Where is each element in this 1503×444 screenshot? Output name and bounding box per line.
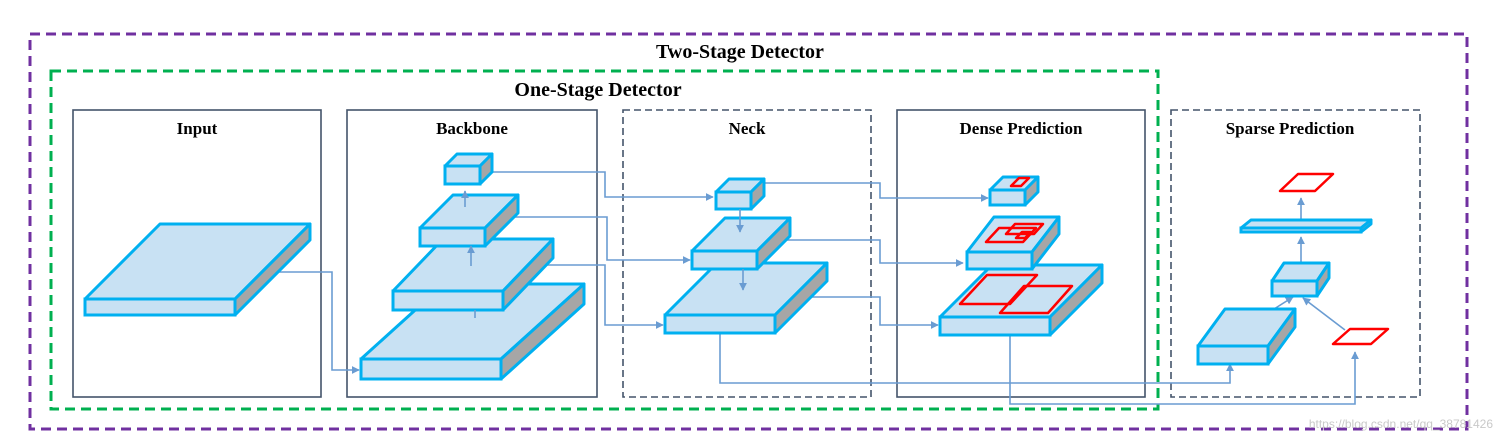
backbone-level-1 (443, 152, 494, 186)
dense-box-mid-b (1004, 222, 1045, 236)
one-stage-title: One-Stage Detector (514, 79, 681, 101)
dense-level-1 (988, 175, 1040, 207)
watermark: https://blog.csdn.net/qq_38781426 (1309, 417, 1493, 431)
sparse-pooled-feature (1270, 261, 1331, 298)
dense-box-mid-a (984, 226, 1038, 244)
backbone-panel (346, 109, 598, 398)
neck-level-1 (714, 177, 766, 211)
two-stage-frame (28, 32, 1469, 431)
dense-prediction-panel-title: Dense Prediction (960, 119, 1083, 138)
sparse-output-box (1278, 172, 1335, 193)
neck-panel (622, 109, 872, 398)
dense-prediction-panel (896, 109, 1146, 398)
dense-box-mid-c (1014, 230, 1033, 240)
dense-box-large-a (958, 273, 1039, 306)
connector-input-to-backbone (270, 271, 360, 374)
dense-box-small (1009, 176, 1031, 188)
one-stage-frame (49, 69, 1160, 411)
connector-neck-l1-to-dense (760, 182, 989, 202)
prediction-boxes (958, 172, 1390, 346)
connector-backbone-l2-to-neck (500, 216, 691, 264)
feature-blocks (83, 152, 1373, 381)
sparse-roi-feature (1196, 307, 1297, 366)
connector-neck-l3-to-dense (805, 296, 939, 329)
sparse-prediction-panel (1170, 109, 1421, 398)
connector-neck-to-sparse (719, 322, 1234, 384)
input-panel-title: Input (177, 119, 218, 138)
sparse-fc-layer (1239, 218, 1373, 234)
sparse-region-box (1331, 327, 1390, 346)
connector-neck-l2-to-dense (775, 239, 964, 267)
backbone-level-2 (418, 193, 520, 248)
connectors (270, 171, 1359, 405)
neck-level-3 (663, 261, 829, 335)
input-panel (72, 109, 322, 398)
connector-backbone-l1-to-neck (480, 171, 714, 201)
input-feature-map (83, 222, 312, 317)
dense-box-large-b (998, 284, 1074, 315)
neck-level-2 (690, 216, 792, 271)
internal-arrows (461, 190, 747, 318)
two-stage-title: Two-Stage Detector (656, 41, 824, 63)
backbone-panel-title: Backbone (436, 119, 508, 138)
backbone-level-3 (391, 237, 555, 312)
sparse-prediction-panel-title: Sparse Prediction (1226, 119, 1355, 138)
neck-panel-title: Neck (729, 119, 766, 138)
connector-sparse-box (1302, 297, 1346, 331)
connector-backbone-l3-to-neck (535, 264, 664, 329)
